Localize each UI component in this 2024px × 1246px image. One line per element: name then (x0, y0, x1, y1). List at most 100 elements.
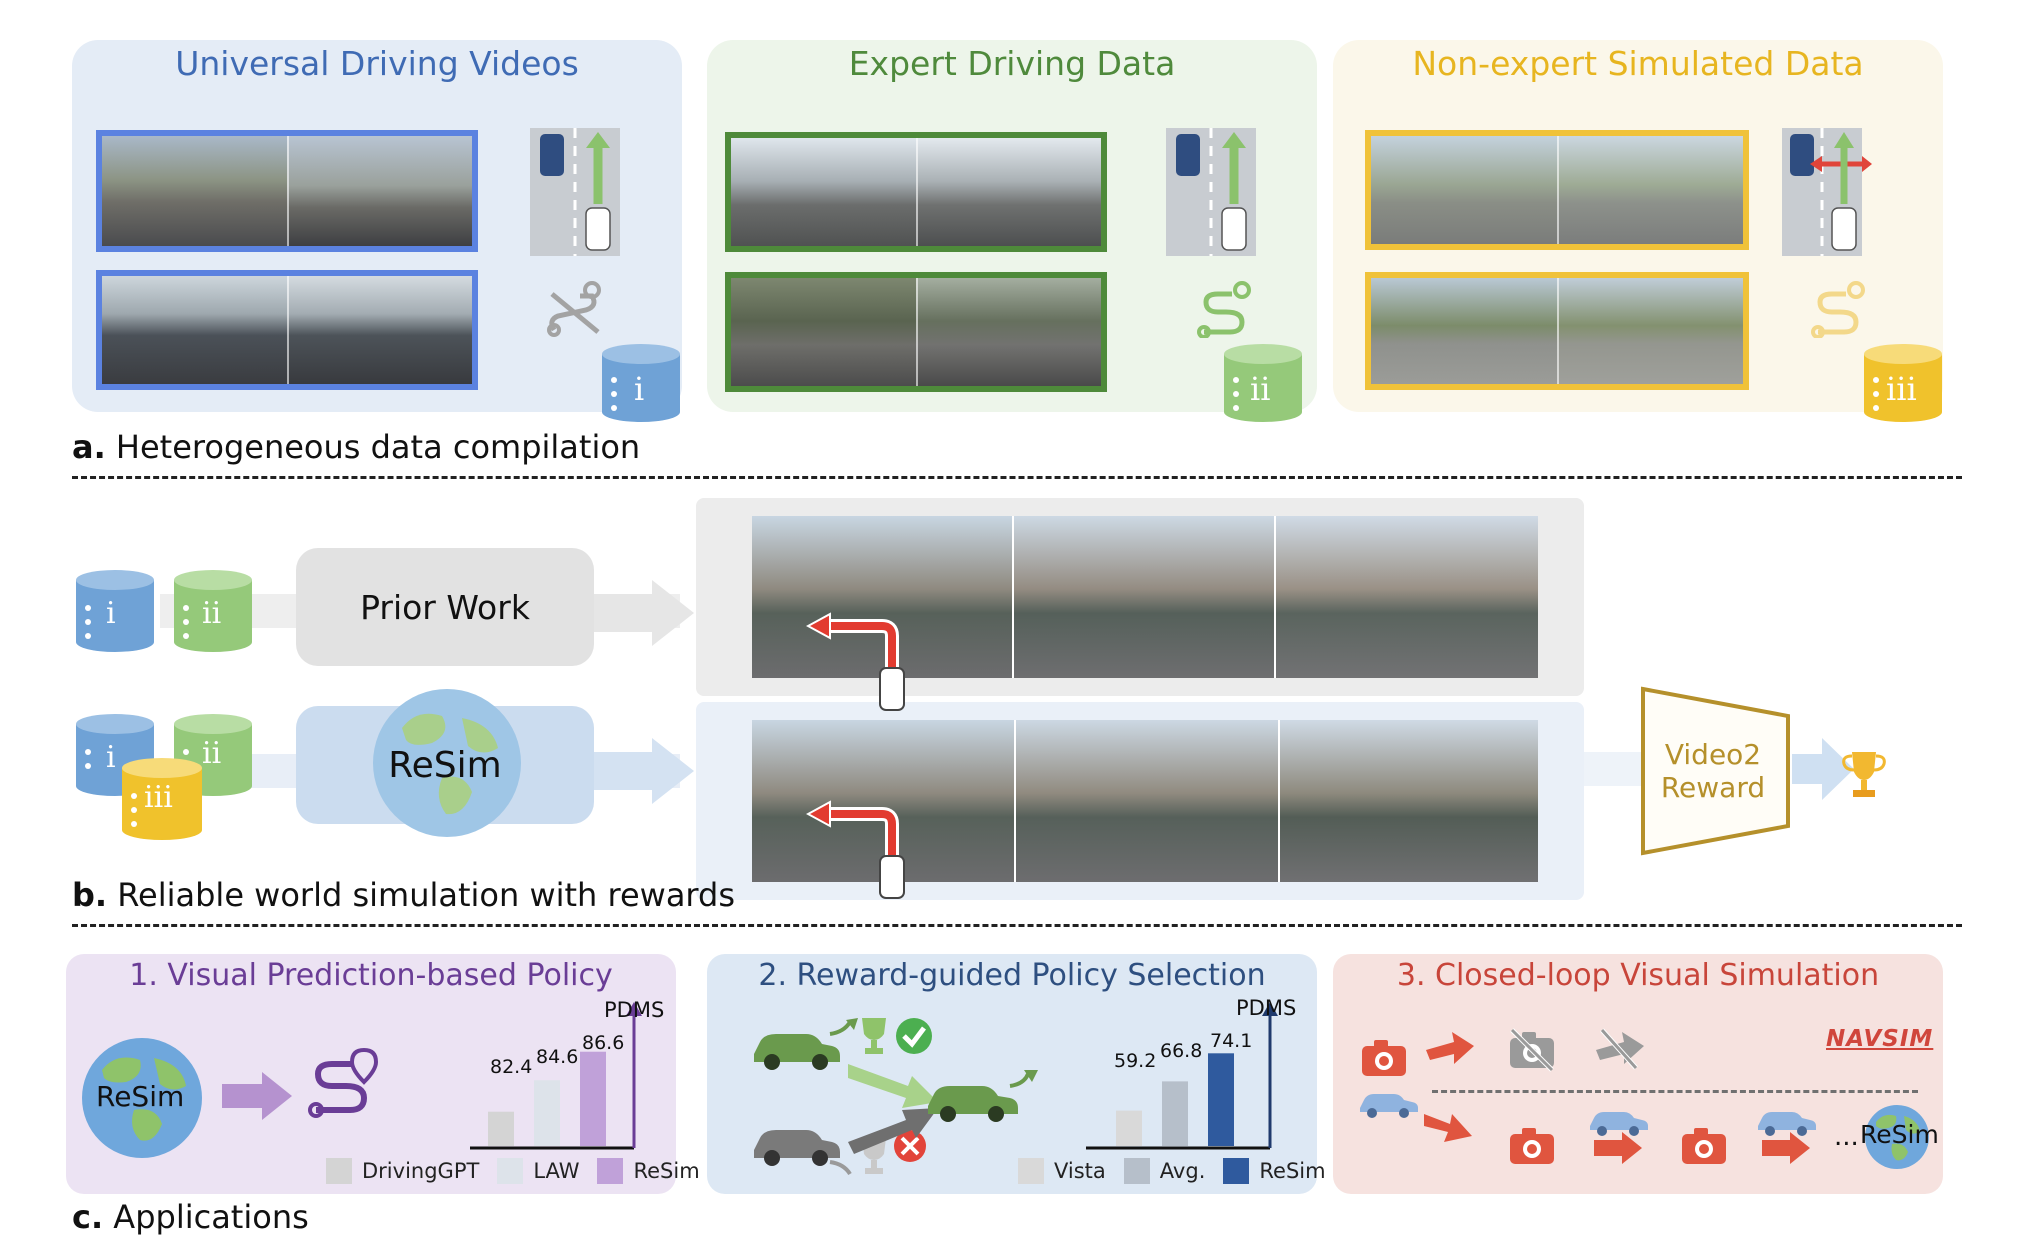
route-icon (1197, 281, 1251, 338)
database-ii-label: ii (1250, 370, 1271, 408)
section-c-letter: c. (72, 1198, 104, 1236)
app2-value-label: 74.1 (1210, 1030, 1253, 1052)
reward-flow-band (1584, 752, 1644, 786)
app1-value-label: 86.6 (582, 1032, 625, 1054)
legend-swatch (1123, 1158, 1150, 1184)
universal-video-frame-2 (96, 270, 478, 390)
prior-work-video-strip (752, 516, 1538, 678)
chart-bar (1208, 1053, 1234, 1146)
video2reward-box (1641, 686, 1790, 856)
legend-label: Vista (1054, 1159, 1106, 1183)
app1-arrow-icon (222, 1072, 292, 1120)
database-ii-icon: ii (1222, 342, 1304, 424)
route-icon (308, 1048, 379, 1118)
database-i-label: i (106, 596, 116, 631)
database-ii-label: ii (202, 736, 222, 771)
globe-icon (373, 689, 521, 837)
legend-swatch (1223, 1158, 1250, 1184)
chart-bar (534, 1080, 560, 1146)
resim-video-strip (752, 720, 1538, 882)
road-straight-icon (530, 128, 620, 256)
car-blue-icon (1360, 1094, 1418, 1118)
legend-label: ReSim (633, 1159, 700, 1183)
prior-work-arrow-icon (590, 580, 694, 646)
trophy-check-icon (862, 1018, 932, 1054)
section-b-label: b. Reliable world simulation with reward… (72, 876, 735, 914)
database-i-label: i (106, 740, 116, 775)
app2-chart (1086, 1002, 1278, 1150)
universal-video-frame-1 (96, 130, 478, 252)
video2reward-label: Video2 Reward (1648, 738, 1778, 804)
left-turn-arrow-icon (806, 612, 905, 711)
legend-label: DrivingGPT (362, 1159, 480, 1183)
car-gray-icon (754, 1130, 852, 1176)
car-green-icon (754, 1018, 858, 1070)
prior-work-label: Prior Work (360, 587, 530, 627)
database-ii-label: ii (202, 596, 222, 631)
expert-data-panel: Expert Driving Data (707, 40, 1317, 412)
chart-bar (1116, 1110, 1142, 1146)
legend-label: LAW (533, 1159, 580, 1183)
nonexpert-video-frame-2 (1365, 272, 1749, 390)
database-i-icon (76, 570, 154, 652)
legend-label: Avg. (1159, 1159, 1206, 1183)
expert-video-frame-1 (725, 132, 1107, 252)
app3-title: 3. Closed-loop Visual Simulation (1396, 958, 1880, 993)
app2-title: 2. Reward-guided Policy Selection (758, 958, 1266, 993)
route-icon (1811, 281, 1865, 338)
arrow-green-icon (848, 1064, 938, 1108)
no-route-icon (547, 281, 601, 337)
chart-bar (1162, 1081, 1188, 1146)
database-iii-label: iii (144, 780, 173, 815)
nonexpert-data-title: Non-expert Simulated Data (1412, 44, 1864, 83)
legend-swatch (1018, 1158, 1044, 1184)
section-a-label: a. Heterogeneous data compilation (72, 428, 640, 466)
arrow-right-icon (1762, 1132, 1810, 1164)
app2-value-label: 66.8 (1160, 1040, 1203, 1062)
section-a-text: Heterogeneous data compilation (115, 428, 641, 466)
camera-icon (1510, 1128, 1554, 1164)
camera-icon (1362, 1040, 1406, 1076)
car-selected-icon (928, 1070, 1038, 1122)
expert-video-frame-2 (725, 272, 1107, 392)
camera-icon (1682, 1128, 1726, 1164)
universal-videos-title: Universal Driving Videos (175, 44, 579, 83)
app2-metric-label: PDMS (1236, 996, 1297, 1020)
arrow-gray-icon (848, 1108, 938, 1154)
database-iii-icon: iii (1862, 342, 1944, 424)
legend-swatch (597, 1158, 624, 1184)
app1-legend: DrivingGPT LAW ReSim (326, 1158, 700, 1184)
resim-box: ReSim (296, 689, 594, 837)
database-ii-icon (174, 570, 252, 652)
section-b-letter: b. (72, 876, 108, 914)
app3-divider (1432, 1090, 1918, 1093)
app2-legend: Vista Avg. ReSim (1018, 1158, 1326, 1184)
arrow-off-icon (1596, 1028, 1644, 1070)
app2-value-label: 59.2 (1114, 1050, 1157, 1072)
database-i-icon: i (600, 342, 682, 424)
reward-arrow-icon (1792, 738, 1854, 800)
globe-icon (82, 1038, 202, 1158)
app3-panel: 3. Closed-loop Visual Simulation (1333, 954, 1943, 1194)
navsim-logo: NAVSIM (1826, 1026, 1934, 1052)
camera-off-icon (1510, 1028, 1554, 1072)
video2reward-line1: Video2 (1664, 738, 1762, 771)
resim-arrow-icon (590, 738, 694, 804)
road-branching-icon (1782, 128, 1872, 256)
trophy-icon (1842, 752, 1886, 797)
app1-metric-label: PDMS (604, 998, 665, 1022)
database-i-label: i (634, 370, 645, 408)
expert-data-title: Expert Driving Data (848, 44, 1176, 83)
arrow-right-icon (1594, 1132, 1642, 1164)
car-blue-icon (1758, 1112, 1816, 1136)
section-b-text: Reliable world simulation with rewards (117, 876, 735, 914)
app1-value-label: 84.6 (536, 1046, 579, 1068)
app3-globe-label: ReSim (1860, 1120, 1939, 1149)
section-a-letter: a. (72, 428, 106, 466)
app3-ellipsis: ... (1834, 1122, 1859, 1152)
chart-bar (580, 1051, 606, 1146)
car-blue-icon (1590, 1112, 1648, 1136)
database-iii-label: iii (1886, 370, 1917, 408)
left-turn-arrow-icon (806, 800, 905, 899)
nonexpert-video-frame-1 (1365, 130, 1749, 250)
